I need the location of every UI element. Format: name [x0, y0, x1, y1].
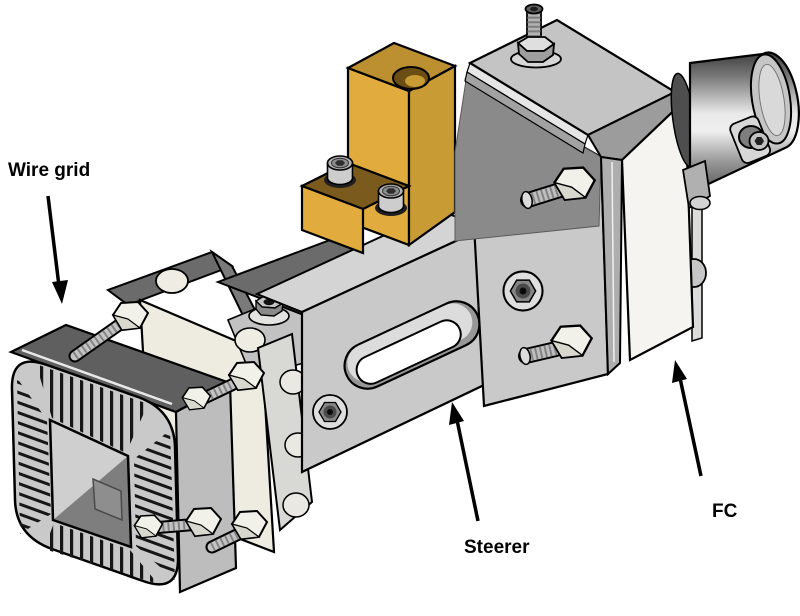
threaded-rod-1 [68, 313, 133, 363]
fc-label: FC [712, 501, 738, 522]
annotations: Wire grid Steerer FC [8, 160, 738, 558]
brass-step-front [300, 184, 365, 255]
fc-bolt-2 [518, 324, 593, 366]
steerer-body [254, 208, 487, 474]
fc-gasket-line [611, 161, 615, 363]
corrugation-left-band [17, 378, 51, 534]
lower-bracket-tab [681, 159, 711, 211]
steerer-flange-plate [256, 332, 314, 532]
fc-rim-strip-dark [464, 71, 586, 154]
fc-top-nut [510, 36, 562, 69]
fc-arrow [672, 360, 703, 477]
corrugation-top-band [36, 364, 148, 453]
steerer-face-nut [312, 394, 348, 430]
tie-rods [68, 301, 268, 554]
set-screw-knob [738, 125, 770, 151]
fc-top-stud [524, 3, 544, 46]
knob-hex-socket [754, 137, 764, 145]
corrugation-bottom-band [44, 523, 158, 584]
steerer-slot [343, 300, 481, 390]
brass-side-face [407, 64, 457, 248]
cylinder-end-cap-inner [758, 63, 786, 137]
hole-inner-highlight [405, 75, 425, 87]
wire-grid-label: Wire grid [8, 160, 90, 181]
fc-bolt-1 [520, 166, 596, 210]
steerer-label: Steerer [464, 537, 530, 558]
corrugation-right-band [134, 430, 175, 580]
fc-front-face [620, 97, 695, 362]
aperture-shaded-wall [53, 456, 131, 547]
slot-through-hole [355, 319, 462, 385]
flange-edge-highlight [21, 348, 173, 406]
brass-clamp [299, 41, 458, 255]
socket-head-screw-2 [374, 183, 408, 217]
fc-chamfer-side [599, 155, 624, 377]
standoff-bump [282, 492, 310, 518]
aperture-lit-wall [50, 420, 128, 520]
steerer-arrow [449, 402, 480, 522]
fc-assembly [454, 3, 800, 408]
flange-aperture [48, 418, 133, 549]
rod-end-bump [234, 327, 266, 353]
rod-end-bump [155, 268, 189, 294]
aperture-throat [92, 477, 123, 522]
flange-side-band [174, 381, 238, 594]
fc-face-nut [502, 270, 544, 312]
wire-grid-arrow [46, 195, 68, 304]
socket-head-screw-1 [323, 155, 357, 189]
aperture-outline [48, 418, 133, 549]
